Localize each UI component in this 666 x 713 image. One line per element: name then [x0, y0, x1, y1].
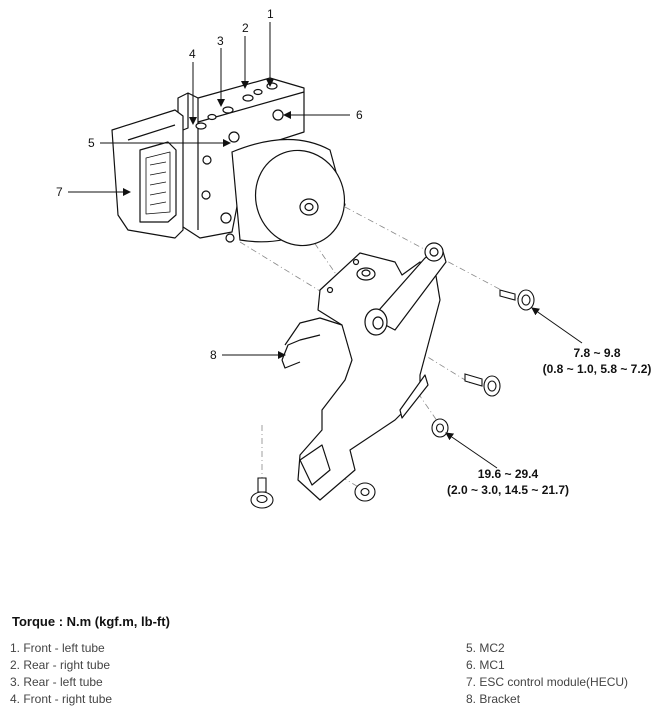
torque-heading: Torque : N.m (kgf.m, lb-ft) — [12, 614, 170, 629]
callout-4: 4 — [189, 47, 196, 61]
legend-left-column: 1. Front - left tube 2. Rear - right tub… — [10, 640, 112, 708]
callout-8: 8 — [210, 348, 217, 362]
callout-7: 7 — [56, 185, 63, 199]
legend-item: 2. Rear - right tube — [10, 658, 111, 672]
torque-spec-labels: 7.8 ~ 9.8 (0.8 ~ 1.0, 5.8 ~ 7.2) 19.6 ~ … — [447, 346, 651, 497]
lower-bolt-left — [250, 477, 274, 509]
callout-1: 1 — [267, 7, 274, 21]
legend-item: 1. Front - left tube — [10, 641, 105, 655]
callout-2: 2 — [242, 21, 249, 35]
torque-spec-1-other: (0.8 ~ 1.0, 5.8 ~ 7.2) — [543, 362, 652, 376]
legend-item: 3. Rear - left tube — [10, 675, 103, 689]
legend-item: 5. MC2 — [466, 641, 505, 655]
pump-motor — [231, 138, 346, 247]
bracket — [281, 242, 447, 501]
legend-item: 4. Front - right tube — [10, 692, 113, 706]
callout-5: 5 — [88, 136, 95, 150]
torque-spec-1-nm: 7.8 ~ 9.8 — [573, 346, 620, 360]
legend-item: 6. MC1 — [466, 658, 505, 672]
torque-spec-2-nm: 19.6 ~ 29.4 — [478, 467, 539, 481]
abs-esc-assembly-diagram: 1 2 3 4 5 6 7 8 7.8 ~ 9.8 (0.8 ~ 1.0, 5.… — [56, 7, 651, 509]
lower-nut-right — [431, 418, 449, 438]
callout-6: 6 — [356, 108, 363, 122]
torque-spec-2-other: (2.0 ~ 3.0, 14.5 ~ 21.7) — [447, 483, 569, 497]
leader-lines — [68, 22, 583, 469]
upper-bolt — [499, 289, 535, 311]
legend-right-column: 5. MC2 6. MC1 7. ESC control module(HECU… — [466, 640, 628, 708]
legend-item: 8. Bracket — [466, 692, 521, 706]
lower-nut-center — [354, 482, 376, 502]
callout-3: 3 — [217, 34, 224, 48]
legend-item: 7. ESC control module(HECU) — [466, 675, 629, 689]
middle-bolt — [464, 373, 501, 397]
callout-labels: 1 2 3 4 5 6 7 8 — [56, 7, 363, 362]
